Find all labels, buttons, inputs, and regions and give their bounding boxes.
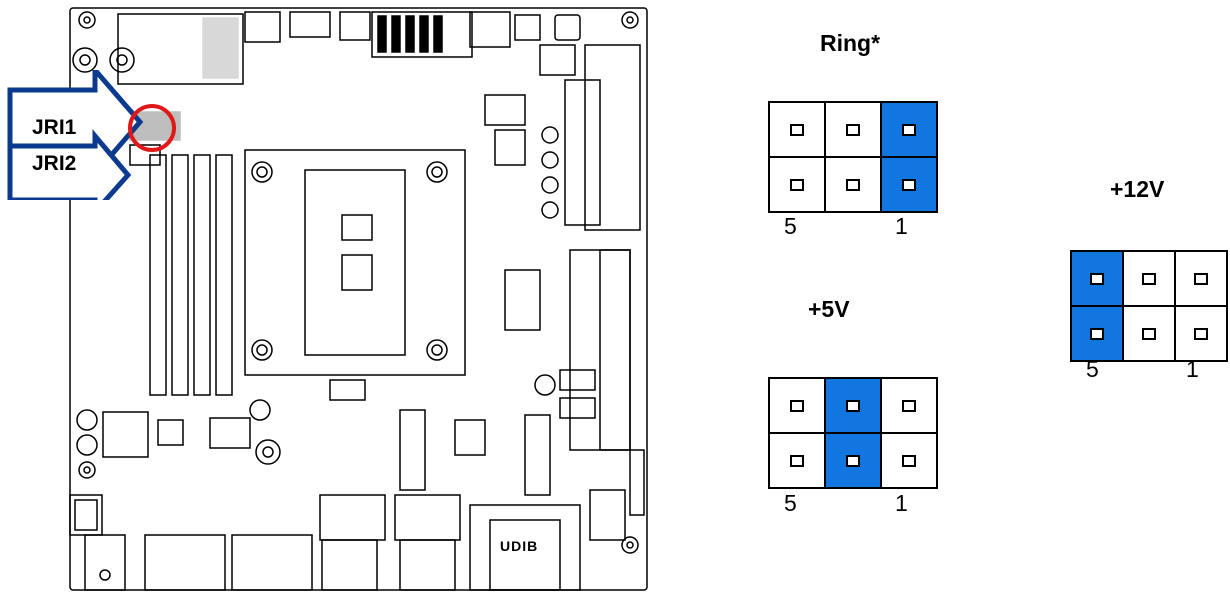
jri2-label: JRI2 (32, 152, 77, 175)
motherboard-diagram: UDIB JRI1 JRI2 (7, 7, 648, 591)
pin (1176, 307, 1226, 360)
ring-jumper (768, 101, 938, 213)
pin (1124, 252, 1174, 305)
callout-arrows (7, 70, 176, 200)
pin (826, 158, 880, 211)
pin (770, 434, 824, 487)
pin-number-1: 1 (895, 490, 908, 516)
ring-jumper-title: Ring* (820, 30, 881, 56)
pin (882, 434, 936, 487)
pin-jumped (882, 103, 936, 156)
pin (770, 158, 824, 211)
pin-jumped (826, 434, 880, 487)
pin (1124, 307, 1174, 360)
5v-jumper-title: +5V (808, 296, 850, 322)
pin-jumped (1072, 307, 1122, 360)
pin (826, 103, 880, 156)
pin-number-1: 1 (1186, 356, 1199, 382)
12v-jumper-title: +12V (1110, 176, 1165, 202)
pin (882, 379, 936, 432)
pin (1176, 252, 1226, 305)
motherboard-outline (69, 7, 648, 591)
mounting-holes (72, 11, 639, 554)
pin (770, 379, 824, 432)
pin-jumped (1072, 252, 1122, 305)
jri-highlight-circle (128, 104, 176, 152)
jri1-label: JRI1 (32, 116, 77, 139)
pin-number-5: 5 (784, 490, 797, 516)
12v-jumper (1070, 250, 1228, 362)
pin-number-5: 5 (784, 213, 797, 239)
silkscreen-udib: UDIB (500, 538, 539, 554)
pin (770, 103, 824, 156)
pin-jumped (826, 379, 880, 432)
pin-jumped (882, 158, 936, 211)
pin-number-1: 1 (895, 213, 908, 239)
5v-jumper (768, 377, 938, 489)
pin-number-5: 5 (1086, 356, 1099, 382)
jri2-callout-arrow (7, 129, 132, 200)
